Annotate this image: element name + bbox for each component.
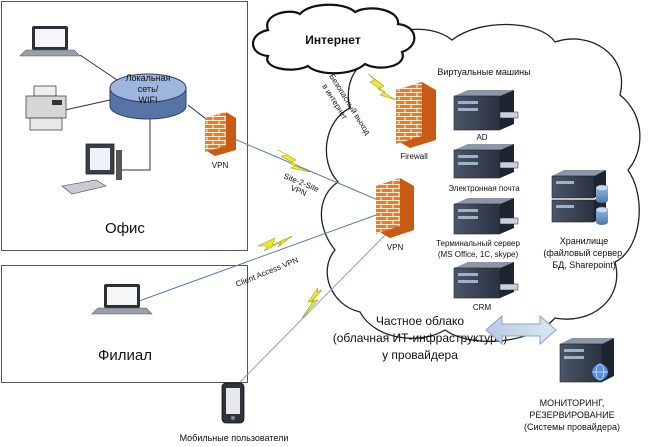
monitoring-line3: (Системы провайдера) <box>524 422 620 432</box>
globe-icon <box>591 363 609 381</box>
office-vpn-label: VPN <box>212 161 229 170</box>
crm-label: CRM <box>473 303 492 312</box>
cloud-vpn-label: VPN <box>387 243 404 252</box>
link-pc-lan <box>120 115 151 171</box>
lightning-client-icon <box>257 235 293 252</box>
link-printer-lan <box>64 99 111 111</box>
laptop-icon <box>19 26 81 57</box>
internet-cloud-shape <box>251 3 416 75</box>
lightning-site2site-icon <box>277 149 311 173</box>
printer-icon <box>25 85 67 131</box>
monitoring-line1: МОНИТОРИНГ, <box>540 398 605 408</box>
storage-label-line1: Хранилище <box>560 236 609 246</box>
lan-label-line2: сеть/ <box>138 84 159 94</box>
email-server-icon <box>453 144 519 179</box>
office-vpn-firewall-icon <box>205 112 236 156</box>
bidirectional-arrow-icon <box>485 314 557 346</box>
private-cloud-line2: (облачная ИТ-инфраструктура) <box>333 331 508 345</box>
office-title: Офис <box>105 220 145 237</box>
private-cloud-line1: Частное облако <box>376 314 465 328</box>
tunnel-mobile <box>239 229 391 383</box>
branch-laptop-icon <box>91 284 153 315</box>
tunnel-site2site <box>231 137 379 201</box>
lan-label-line1: Локальная <box>126 73 171 83</box>
ad-label: AD <box>476 133 487 142</box>
terminal-label-line2: (MS Office, 1C, skype) <box>438 250 519 259</box>
internet-label: Интернет <box>305 33 361 47</box>
branch-title: Филиал <box>98 347 152 364</box>
email-label: Электронная почта <box>448 184 520 193</box>
lightning-mobile-icon <box>301 287 323 319</box>
crm-server-icon <box>453 262 519 299</box>
lan-router-icon <box>109 73 187 120</box>
mobile-phone-icon <box>221 382 245 424</box>
lightning-internet-icon <box>367 73 397 101</box>
lan-label-line3: WIFI <box>139 95 158 105</box>
storage-label-line3: БД, Sharepoint) <box>552 260 616 270</box>
link-laptop-lan <box>79 54 121 83</box>
ad-server-icon <box>453 90 519 131</box>
cloud-firewall-label: Firewall <box>400 152 428 161</box>
desktop-pc-icon <box>61 143 122 195</box>
terminal-server-icon <box>453 198 519 235</box>
storage-label-line2: (файловый сервер, <box>543 248 624 258</box>
mobile-label: Мобильные пользователи <box>180 433 289 443</box>
tunnel-client-access <box>127 214 377 306</box>
terminal-label-line1: Терминальный сервер <box>436 239 520 248</box>
cloud-vpn-firewall-icon <box>376 178 414 238</box>
cloud-firewall-icon <box>396 82 436 148</box>
database-icon <box>595 184 609 225</box>
private-cloud-line3: у провайдера <box>382 348 458 362</box>
vm-title: Виртуальные машины <box>437 67 530 77</box>
branch-box <box>1 265 248 383</box>
monitoring-line2: РЕЗЕРВИРОВАНИЕ <box>529 410 614 420</box>
